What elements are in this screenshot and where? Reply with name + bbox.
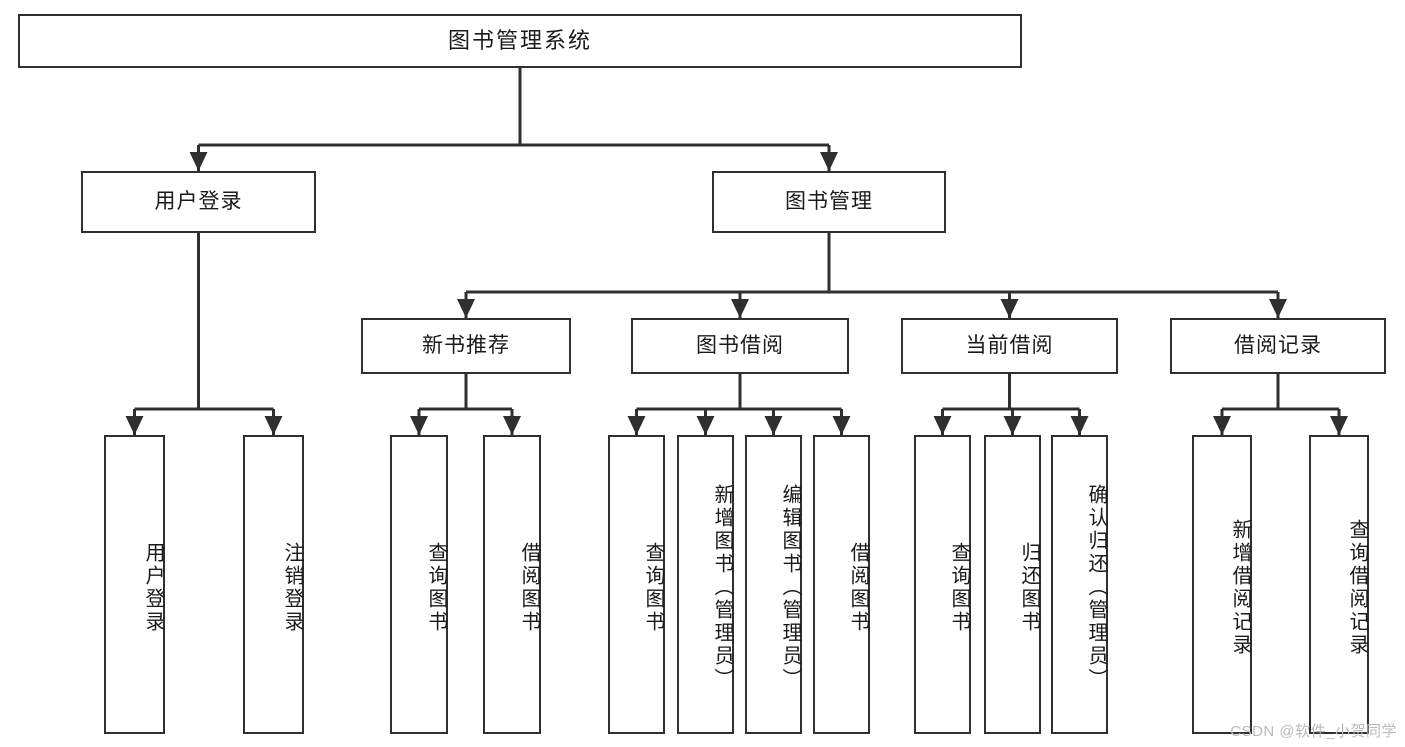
node-borrow-record[interactable]: 借阅记录 bbox=[1170, 318, 1386, 374]
arrowhead-icon bbox=[125, 416, 144, 435]
node-leaf-borrow-book-rec[interactable]: 借阅图书 bbox=[483, 435, 541, 734]
node-leaf-edit-book-admin[interactable]: 编辑图书（管理员） bbox=[745, 435, 802, 734]
node-book-manage-label: 图书管理 bbox=[785, 189, 873, 213]
arrowhead-icon bbox=[1070, 416, 1089, 435]
arrowhead-icon bbox=[1000, 299, 1019, 318]
node-leaf-user-login[interactable]: 用户登录 bbox=[104, 435, 165, 734]
node-user-login[interactable]: 用户登录 bbox=[81, 171, 316, 233]
arrowhead-icon bbox=[933, 416, 952, 435]
node-leaf-query-book-bor[interactable]: 查询图书 bbox=[608, 435, 665, 734]
arrowhead-icon bbox=[696, 416, 715, 435]
arrowhead-icon bbox=[1269, 299, 1287, 318]
node-leaf-add-book-admin-label: 新增图书（管理员） bbox=[711, 484, 733, 691]
node-leaf-borrow-book-rec-label: 借阅图书 bbox=[518, 541, 540, 634]
node-leaf-add-book-admin[interactable]: 新增图书（管理员） bbox=[677, 435, 734, 734]
arrowhead-icon bbox=[731, 299, 749, 318]
node-leaf-confirm-return-admin[interactable]: 确认归还（管理员） bbox=[1051, 435, 1108, 734]
node-leaf-add-borrow-record-label: 新增借阅记录 bbox=[1229, 518, 1251, 657]
node-current-borrow-label: 当前借阅 bbox=[965, 333, 1054, 357]
node-leaf-query-book-cur[interactable]: 查询图书 bbox=[914, 435, 971, 734]
node-leaf-query-borrow-record[interactable]: 查询借阅记录 bbox=[1309, 435, 1369, 734]
node-leaf-confirm-return-admin-label: 确认归还（管理员） bbox=[1085, 484, 1107, 691]
arrowhead-icon bbox=[820, 152, 838, 171]
arrowhead-icon bbox=[1330, 416, 1348, 435]
node-leaf-query-book-rec-label: 查询图书 bbox=[425, 541, 447, 634]
node-leaf-add-borrow-record[interactable]: 新增借阅记录 bbox=[1192, 435, 1252, 734]
node-leaf-return-book[interactable]: 归还图书 bbox=[984, 435, 1041, 734]
node-book-manage[interactable]: 图书管理 bbox=[712, 171, 946, 233]
node-leaf-user-logout[interactable]: 注销登录 bbox=[243, 435, 304, 734]
node-book-borrow-label: 图书借阅 bbox=[696, 333, 784, 357]
arrowhead-icon bbox=[457, 299, 475, 318]
node-current-borrow[interactable]: 当前借阅 bbox=[901, 318, 1118, 374]
node-root-book-management-system[interactable]: 图书管理系统 bbox=[18, 14, 1022, 68]
node-leaf-query-book-rec[interactable]: 查询图书 bbox=[390, 435, 448, 734]
node-leaf-edit-book-admin-label: 编辑图书（管理员） bbox=[779, 484, 801, 691]
node-user-login-label: 用户登录 bbox=[154, 189, 243, 213]
arrowhead-icon bbox=[503, 416, 521, 435]
node-borrow-record-label: 借阅记录 bbox=[1234, 333, 1322, 357]
arrowhead-icon bbox=[1213, 416, 1231, 435]
arrowhead-icon bbox=[189, 152, 208, 171]
arrowhead-icon bbox=[410, 416, 428, 435]
node-leaf-user-logout-label: 注销登录 bbox=[281, 541, 303, 634]
node-leaf-query-book-bor-label: 查询图书 bbox=[642, 541, 664, 634]
node-leaf-return-book-label: 归还图书 bbox=[1018, 541, 1040, 634]
arrowhead-icon bbox=[627, 416, 646, 435]
node-new-book-recommend-label: 新书推荐 bbox=[422, 333, 510, 357]
arrowhead-icon bbox=[1003, 416, 1022, 435]
node-leaf-query-book-cur-label: 查询图书 bbox=[948, 541, 970, 634]
node-book-borrow[interactable]: 图书借阅 bbox=[631, 318, 849, 374]
connector-lines bbox=[125, 68, 1348, 435]
node-leaf-user-login-label: 用户登录 bbox=[142, 541, 164, 634]
node-root-book-management-system-label: 图书管理系统 bbox=[447, 28, 592, 54]
node-leaf-borrow-book-bor[interactable]: 借阅图书 bbox=[813, 435, 870, 734]
node-leaf-borrow-book-bor-label: 借阅图书 bbox=[847, 541, 869, 634]
arrowhead-icon bbox=[264, 416, 283, 435]
arrowhead-icon bbox=[764, 416, 783, 435]
node-new-book-recommend[interactable]: 新书推荐 bbox=[361, 318, 571, 374]
arrowhead-icon bbox=[832, 416, 851, 435]
node-leaf-query-borrow-record-label: 查询借阅记录 bbox=[1346, 518, 1368, 657]
